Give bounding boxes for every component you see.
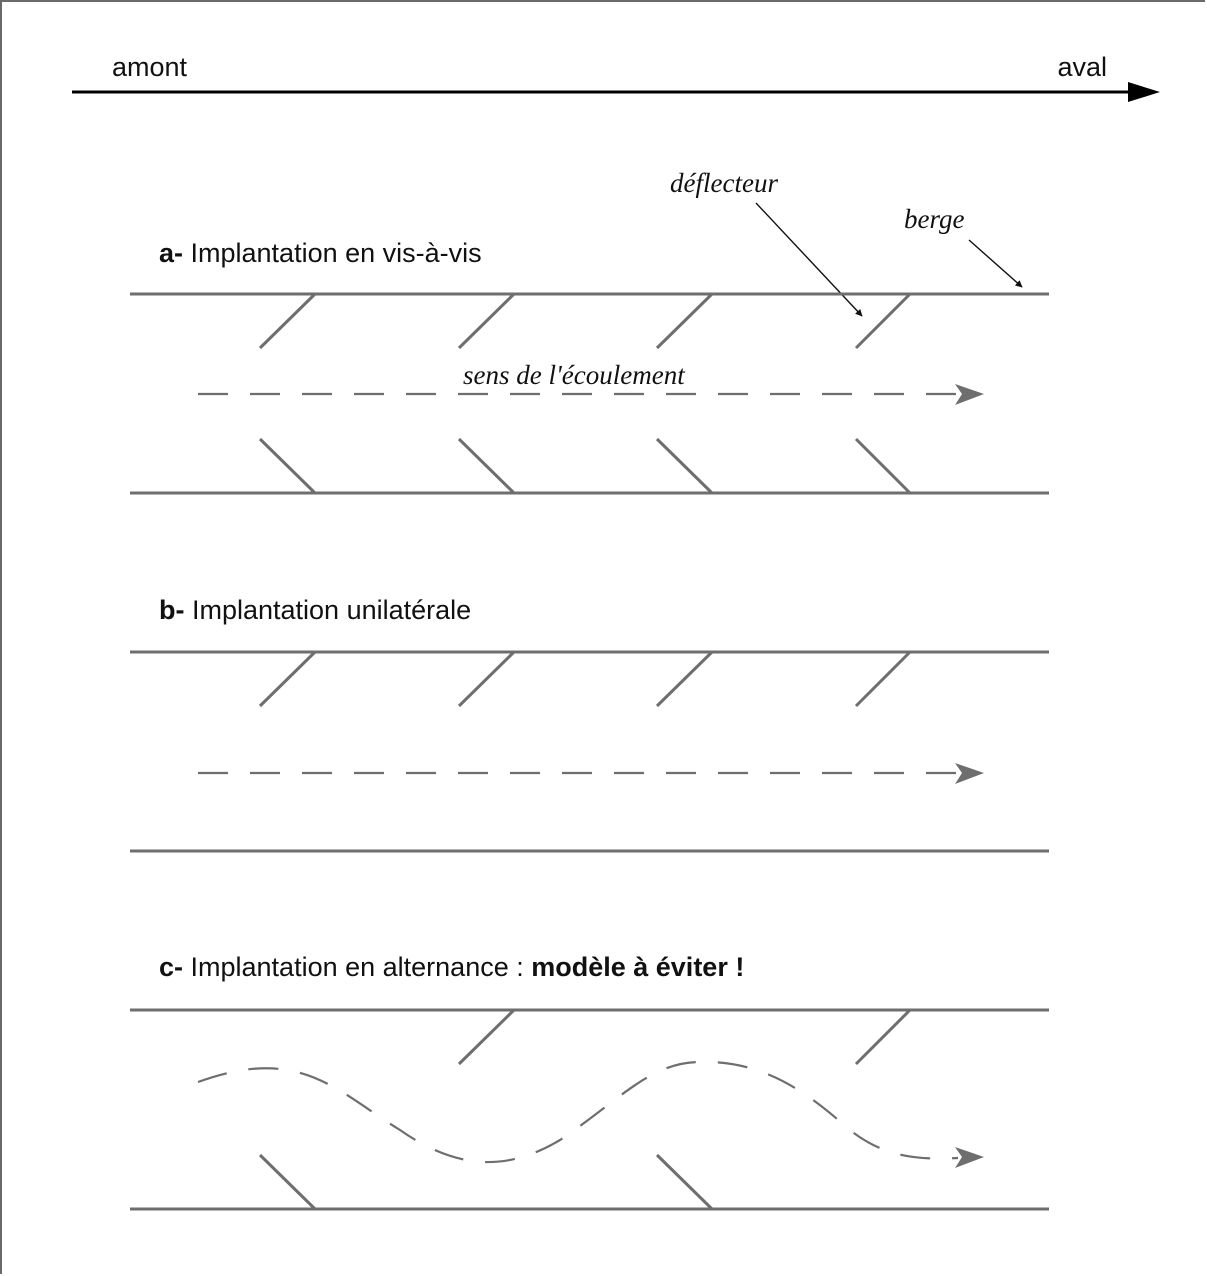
flow-line <box>197 1060 959 1164</box>
deflector-top-1 <box>258 292 317 350</box>
deflector-top-1 <box>258 650 317 708</box>
deflector-top-3 <box>655 650 714 708</box>
deflector-annotation: déflecteur <box>670 168 778 198</box>
deflector-top-4 <box>854 650 912 708</box>
deflector-top-4 <box>854 292 912 350</box>
panel-b-title: b- Implantation unilatérale <box>159 595 471 625</box>
deflector-top-2 <box>854 1008 912 1066</box>
deflector-top-2 <box>457 292 516 350</box>
deflector-top-3 <box>655 292 714 350</box>
flow-direction-annotation: sens de l'écoulement <box>463 360 686 390</box>
deflector-top-1 <box>457 1008 516 1066</box>
annotations: déflecteur berge sens de l'écoulement <box>463 168 1023 390</box>
panel-c-prefix: c- <box>159 952 183 982</box>
panel-b: b- Implantation unilatérale <box>130 595 1049 853</box>
deflector-bottom-1 <box>258 1153 317 1211</box>
direction-axis: amont aval <box>72 52 1160 102</box>
panel-a-title-text: Implantation en vis-à-vis <box>183 238 482 268</box>
panel-c-title: c- Implantation en alternance : modèle à… <box>159 952 744 982</box>
deflector-top-2 <box>457 650 516 708</box>
panel-c: c- Implantation en alternance : modèle à… <box>130 952 1049 1211</box>
panel-a-title: a- Implantation en vis-à-vis <box>159 238 482 268</box>
downstream-label: aval <box>1057 52 1107 82</box>
upstream-label: amont <box>112 52 188 82</box>
deflector-bottom-1 <box>258 437 317 495</box>
direction-arrowhead <box>1128 82 1160 102</box>
deflector-bottom-2 <box>655 1153 714 1211</box>
flow-arrowhead <box>955 1147 984 1168</box>
panel-c-warning: modèle à éviter ! <box>531 952 744 982</box>
panel-b-prefix: b- <box>159 595 184 625</box>
panel-c-title-text: Implantation en alternance : <box>183 952 531 982</box>
bank-leader-line <box>968 239 1023 288</box>
deflector-bottom-2 <box>457 437 516 495</box>
deflector-bottom-4 <box>854 437 912 495</box>
bank-annotation: berge <box>904 204 964 234</box>
deflector-leader-line <box>755 202 863 317</box>
panel-b-title-text: Implantation unilatérale <box>184 595 471 625</box>
panel-a-prefix: a- <box>159 238 183 268</box>
flow-arrowhead <box>955 763 984 784</box>
flow-arrowhead <box>955 384 984 405</box>
deflector-bottom-3 <box>655 437 714 495</box>
panel-a: a- Implantation en vis-à-vis <box>130 238 1049 495</box>
